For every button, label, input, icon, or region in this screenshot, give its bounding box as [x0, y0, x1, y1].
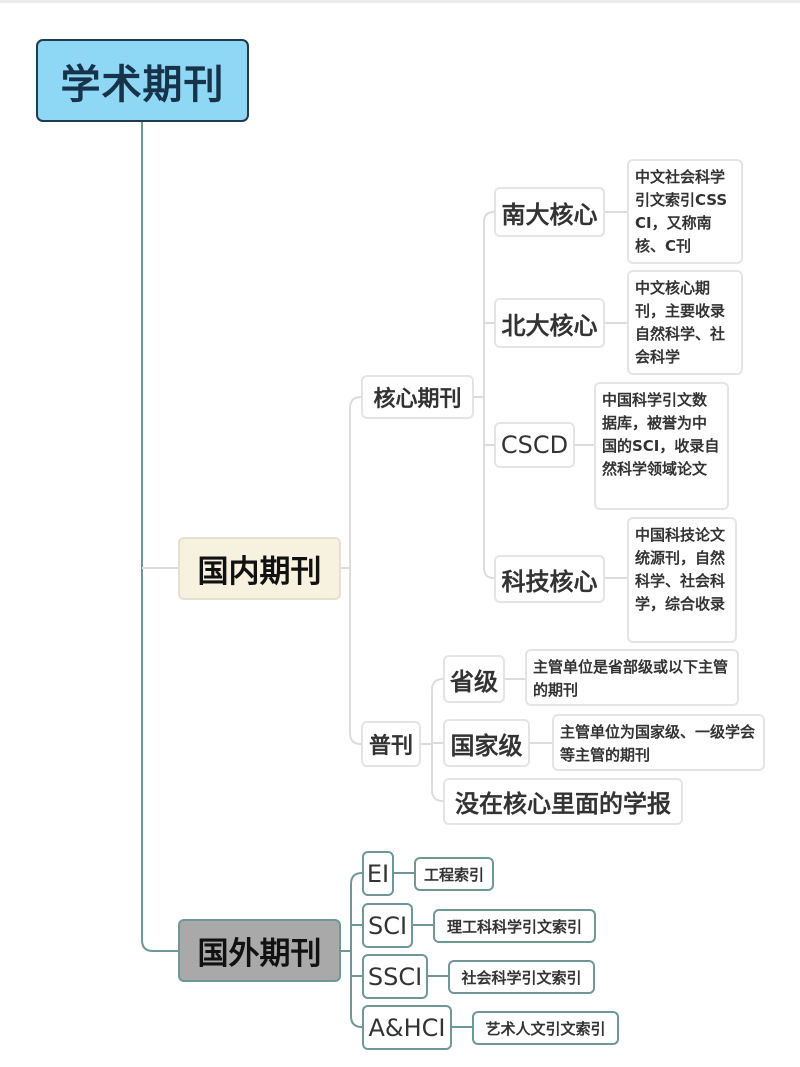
- node-non-core-university-journals[interactable]: 没在核心里面的学报: [443, 778, 683, 825]
- node-tech-core[interactable]: 科技核心: [494, 555, 605, 603]
- node-sci[interactable]: SCI: [362, 903, 413, 948]
- desc-nanda-core: 中文社会科学引文索引CSSCI，又称南核、C刊: [627, 159, 743, 264]
- top-divider: [0, 0, 800, 3]
- node-general-journals[interactable]: 普刊: [361, 721, 421, 767]
- root-node-academic-journals[interactable]: 学术期刊: [36, 39, 249, 122]
- node-provincial[interactable]: 省级: [443, 655, 505, 703]
- desc-ei: 工程索引: [414, 857, 494, 891]
- desc-national: 主管单位为国家级、一级学会等主管的期刊: [552, 714, 765, 771]
- node-beida-core[interactable]: 北大核心: [494, 298, 605, 348]
- node-national[interactable]: 国家级: [443, 719, 530, 767]
- desc-tech-core: 中国科技论文统源刊，自然科学、社会科学，综合收录: [627, 517, 737, 643]
- desc-cscd: 中国科学引文数据库，被誉为中国的SCI，收录自然科学领域论文: [594, 382, 729, 510]
- node-foreign-journals[interactable]: 国外期刊: [178, 919, 341, 982]
- node-nanda-core[interactable]: 南大核心: [494, 187, 605, 237]
- node-ahci[interactable]: A&HCI: [362, 1005, 452, 1050]
- node-ei[interactable]: EI: [362, 851, 394, 896]
- node-cscd[interactable]: CSCD: [494, 422, 575, 468]
- desc-beida-core: 中文核心期刊，主要收录自然科学、社会科学: [627, 270, 743, 375]
- node-core-journals[interactable]: 核心期刊: [361, 375, 474, 419]
- desc-sci: 理工科科学引文索引: [433, 909, 596, 943]
- desc-provincial: 主管单位是省部级或以下主管的期刊: [525, 649, 739, 706]
- node-ssci[interactable]: SSCI: [362, 954, 428, 999]
- desc-ssci: 社会科学引文索引: [448, 960, 595, 994]
- node-domestic-journals[interactable]: 国内期刊: [178, 537, 341, 600]
- desc-ahci: 艺术人文引文索引: [472, 1011, 619, 1045]
